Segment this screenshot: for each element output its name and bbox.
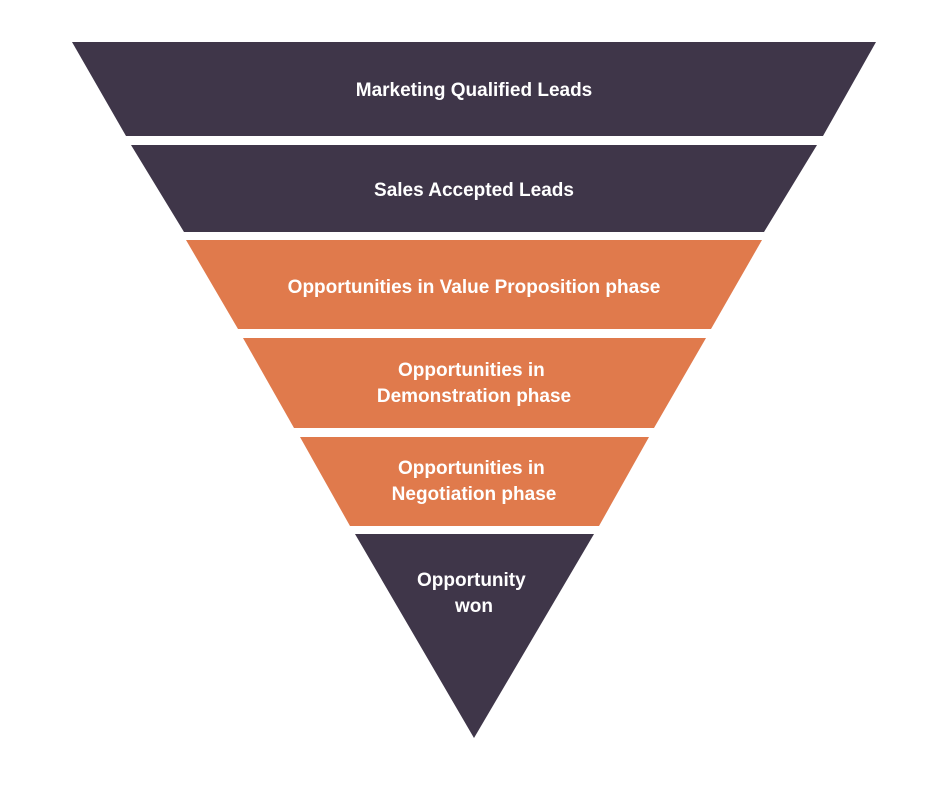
funnel-stage-opportunity-won: Opportunity won (355, 534, 594, 738)
funnel-stage-marketing-qualified-leads: Marketing Qualified Leads (72, 42, 876, 136)
funnel-stage-sales-accepted-leads: Sales Accepted Leads (131, 145, 817, 232)
funnel-stage-value-proposition: Opportunities in Value Proposition phase (186, 240, 762, 329)
funnel-stage-label: Marketing Qualified Leads (356, 80, 593, 101)
funnel-stage-negotiation: Opportunities in Negotiation phase (300, 437, 649, 526)
funnel-stage-label: Opportunities in Value Proposition phase (288, 277, 661, 298)
funnel-stage-shape (131, 145, 817, 232)
stage-label-line: Opportunities in Value Proposition phase (288, 277, 661, 298)
funnel-stage-label: Opportunity won (417, 570, 531, 617)
funnel-stage-shape (243, 338, 706, 428)
stage-label-line: Opportunity (417, 570, 526, 591)
funnel-stage-label: Sales Accepted Leads (374, 180, 574, 201)
stage-label-line: Sales Accepted Leads (374, 180, 574, 201)
funnel-stage-shape (355, 534, 594, 738)
funnel-stage-shape (72, 42, 876, 136)
stage-label-line: won (454, 596, 493, 617)
stage-label-line: Opportunities in (398, 458, 545, 479)
stage-label-line: Negotiation phase (392, 484, 557, 505)
funnel-stage-shape (300, 437, 649, 526)
funnel-stage-demonstration: Opportunities in Demonstration phase (243, 338, 706, 428)
stage-label-line: Demonstration phase (377, 386, 571, 407)
funnel-stage-shape (186, 240, 762, 329)
funnel-stage-label: Opportunities in Demonstration phase (377, 360, 571, 407)
stage-label-line: Opportunities in (398, 360, 545, 381)
stage-label-line: Marketing Qualified Leads (356, 80, 593, 101)
funnel-stage-label: Opportunities in Negotiation phase (392, 458, 557, 505)
